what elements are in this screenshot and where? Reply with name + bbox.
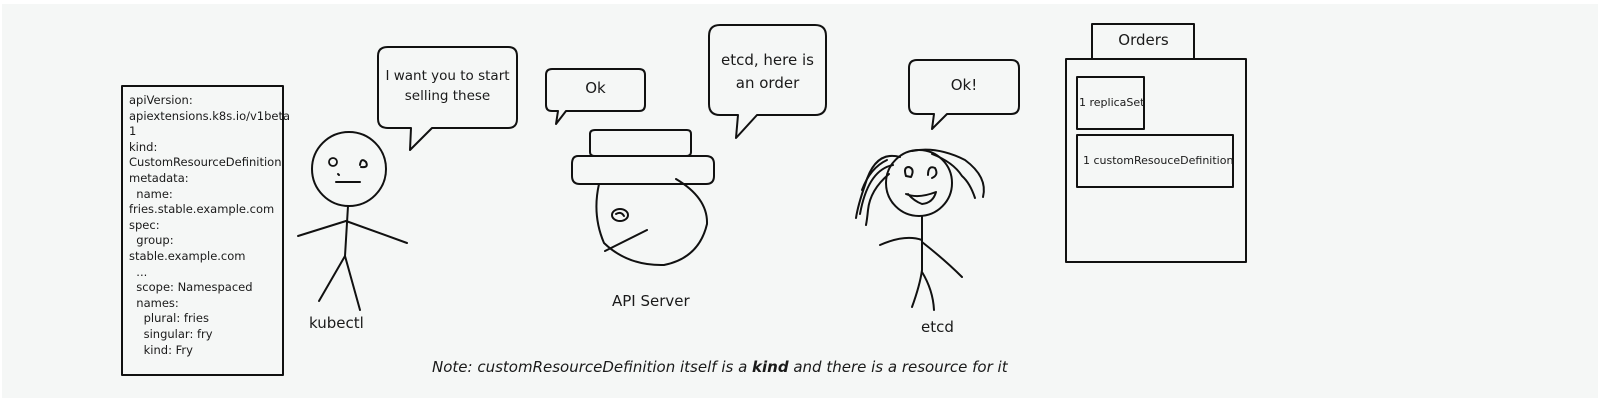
yaml-line: group: [129, 233, 174, 248]
orders-box [1065, 58, 1247, 263]
yaml-line: 1 [129, 124, 137, 139]
order-item-1: 1 replicaSet [1079, 96, 1145, 109]
yaml-line: scope: Namespaced [129, 280, 253, 295]
order-item-box-1 [1076, 76, 1145, 130]
kubectl-bubble-text: I want you to start selling these [378, 66, 517, 106]
kubectl-speech-bubble [377, 46, 518, 151]
yaml-line: names: [129, 295, 179, 310]
yaml-line: apiextensions.k8s.io/v1beta [129, 108, 291, 123]
yaml-line: spec: [129, 217, 160, 232]
orders-title: Orders [1118, 31, 1169, 49]
yaml-line: apiVersion: [129, 93, 193, 107]
kubectl-bubble-line-2: selling these [404, 88, 491, 104]
api-order-line-1: etcd, here is [721, 51, 814, 69]
api-server-label: API Server [612, 292, 690, 310]
api-order-speech-bubble [708, 24, 827, 139]
yaml-line: CustomResourceDefinition [129, 155, 282, 170]
yaml-line: kind: [129, 139, 158, 154]
footnote-bold: kind [752, 358, 789, 376]
yaml-line: plural: fries [129, 311, 209, 326]
yaml-manifest-box [121, 85, 284, 376]
yaml-line: ... [129, 264, 148, 279]
api-server-figure [571, 129, 715, 267]
yaml-line: fries.stable.example.com [129, 202, 275, 217]
yaml-line: metadata: [129, 170, 189, 185]
kubectl-label: kubectl [309, 314, 364, 332]
etcd-stick-figure [855, 148, 985, 311]
yaml-line: kind: Fry [129, 342, 193, 357]
kubectl-stick-figure [297, 131, 408, 311]
yaml-line: singular: fry [129, 326, 213, 341]
kubectl-bubble-line-1: I want you to start [385, 68, 510, 84]
background-panel [2, 4, 1598, 398]
order-item-box-2 [1076, 134, 1234, 188]
api-ok-text: Ok [585, 79, 606, 97]
etcd-label: etcd [921, 318, 954, 336]
footnote: Note: customResourceDefinition itself is… [432, 358, 1008, 376]
footnote-prefix: Note: customResourceDefinition itself is… [432, 358, 753, 376]
order-item-2: 1 customResouceDefinition [1083, 154, 1234, 167]
api-ok-speech-bubble [545, 68, 646, 125]
yaml-line: stable.example.com [129, 248, 246, 263]
api-order-line-2: an order [735, 74, 800, 92]
api-order-text: etcd, here is an order [709, 49, 826, 95]
etcd-speech-bubble [908, 59, 1020, 130]
footnote-suffix: and there is a resource for it [788, 358, 1008, 376]
yaml-line: name: [129, 186, 173, 201]
etcd-ok-text: Ok! [950, 76, 978, 94]
